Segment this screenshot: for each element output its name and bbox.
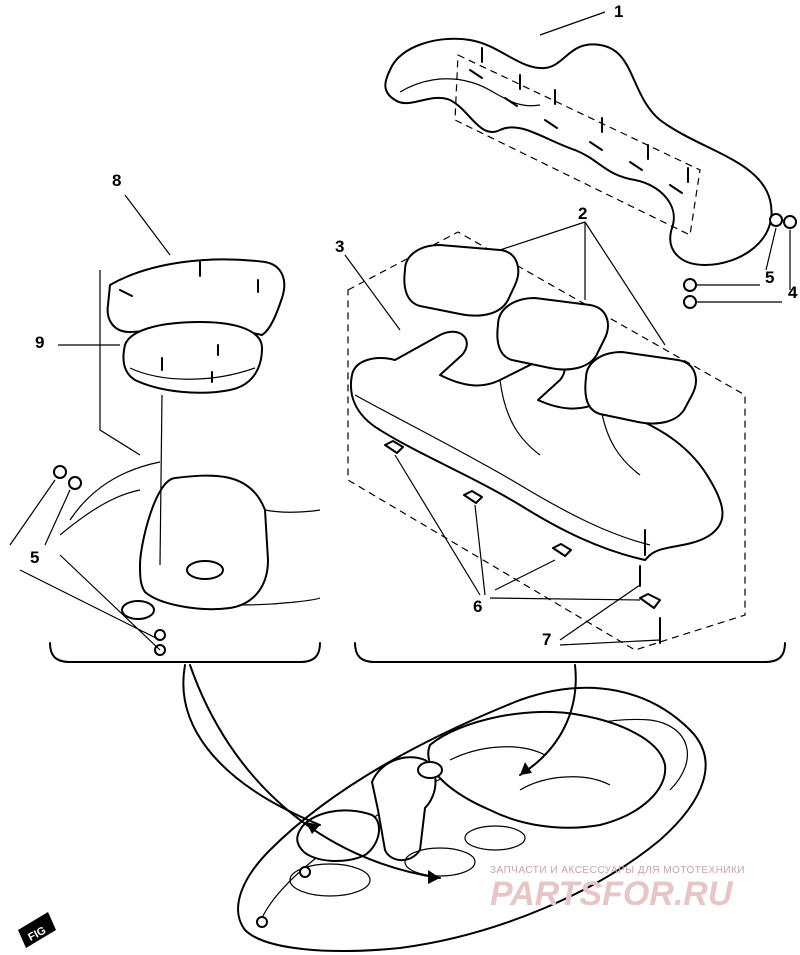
bracket-left	[49, 642, 321, 663]
callout-9: 9	[35, 333, 44, 352]
callout-7: 7	[542, 630, 551, 649]
boat-hull	[237, 686, 707, 952]
part-8-backrest-front	[106, 258, 286, 336]
assembly-arrows	[182, 664, 577, 884]
bracket-right	[354, 642, 786, 663]
callout-5-left: 5	[30, 548, 39, 567]
callout-4: 4	[788, 283, 798, 302]
brackets-screws	[384, 440, 661, 646]
watermark-brand: PARTSFOR.RU	[490, 875, 734, 913]
callout-5-right: 5	[765, 268, 774, 287]
callout-6: 6	[473, 597, 482, 616]
watermark-tagline: ЗАПЧАСТИ И АКСЕССУАРЫ ДЛЯ МОТОТЕХНИКИ	[490, 865, 745, 876]
part-1-backrest	[384, 37, 773, 266]
callout-leaders	[58, 11, 666, 346]
callout-1: 1	[614, 2, 623, 21]
corner-logo: FIG	[18, 912, 56, 948]
callout-3: 3	[335, 237, 344, 256]
nuts-washers-right	[683, 213, 797, 309]
part-2-seat-cushions	[403, 244, 697, 425]
callout-8: 8	[112, 171, 121, 190]
front-seat-base	[9, 270, 321, 656]
part-9-cushion-front	[122, 321, 263, 394]
callout-2: 2	[578, 204, 587, 223]
